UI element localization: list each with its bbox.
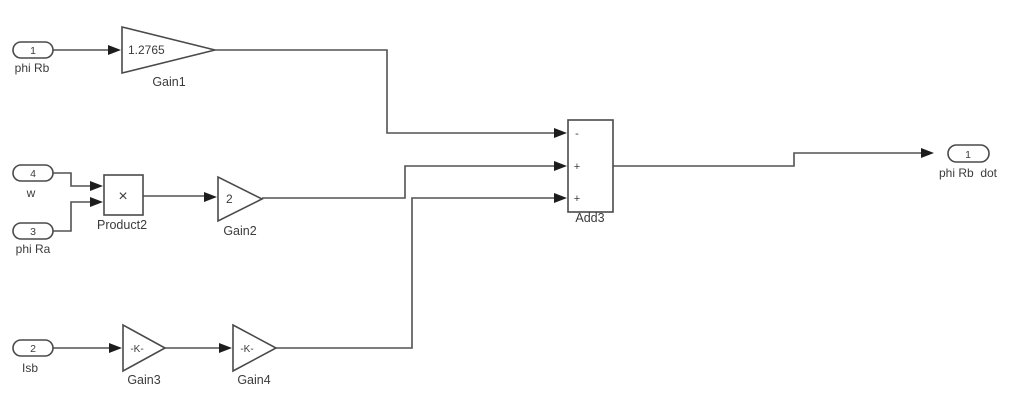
wire-gain2-to-add3[interactable] (262, 165, 556, 199)
gain-triangle[interactable] (232, 323, 278, 373)
block-gain2[interactable]: 2 Gain2 (217, 175, 264, 238)
wire-add3-to-outport[interactable] (613, 152, 923, 167)
arrowhead-icon (921, 148, 934, 158)
block-label: Product2 (97, 218, 147, 232)
gain-triangle[interactable] (121, 25, 216, 75)
block-label: Gain2 (223, 224, 256, 238)
block-gain4[interactable]: -K- Gain4 (232, 323, 278, 387)
outport-number: 1 (965, 149, 971, 161)
inport-oval[interactable] (12, 164, 54, 182)
arrowhead-icon (554, 193, 567, 203)
wire-gain1-to-add3[interactable] (215, 49, 556, 134)
inport-oval[interactable] (12, 339, 54, 357)
arrowhead-icon (219, 343, 232, 353)
inport-phi-ra[interactable]: 3 phi Ra (12, 222, 54, 256)
inport-oval[interactable] (12, 41, 54, 59)
inport-number: 2 (30, 343, 36, 355)
block-add3[interactable]: - + + Add3 (567, 119, 614, 225)
inport-number: 4 (30, 168, 36, 180)
wire-w-to-product2[interactable] (53, 172, 92, 187)
arrowhead-icon (204, 192, 217, 202)
sum-box[interactable] (567, 119, 614, 213)
wire-arrowheads (90, 45, 934, 353)
outport-oval[interactable] (947, 144, 990, 163)
gain-value: 2 (226, 192, 233, 206)
arrowhead-icon (108, 45, 121, 55)
arrowhead-icon (109, 343, 122, 353)
inport-phi-rb[interactable]: 1 phi Rb (12, 41, 54, 75)
block-label: Gain4 (237, 373, 270, 387)
sum-sign-plus: + (574, 161, 580, 173)
inport-label: Isb (22, 361, 38, 375)
arrowhead-icon (90, 181, 103, 191)
sum-sign-minus: - (575, 128, 579, 140)
inport-number: 1 (30, 45, 36, 57)
inport-label: phi Rb (15, 61, 50, 75)
arrowhead-icon (90, 197, 103, 207)
block-product2[interactable]: × Product2 (97, 174, 147, 232)
inport-label: w (26, 186, 36, 200)
wire-phiRa-to-product2[interactable] (53, 201, 92, 232)
inport-isb[interactable]: 2 Isb (12, 339, 54, 375)
gain-value: -K- (130, 344, 143, 355)
arrowhead-icon (554, 128, 567, 138)
signal-wires (53, 49, 923, 349)
gain-value: 1.2765 (128, 43, 165, 57)
arrowhead-icon (554, 161, 567, 171)
block-label: Gain3 (127, 373, 160, 387)
inport-label: phi Ra (16, 242, 51, 256)
block-label: Add3 (575, 211, 604, 225)
outport-phi-rb-dot[interactable]: 1 phi Rb dot (939, 144, 998, 180)
sum-sign-plus: + (574, 193, 580, 205)
block-gain3[interactable]: -K- Gain3 (122, 323, 167, 387)
gain-triangle[interactable] (217, 175, 264, 223)
gain-triangle[interactable] (122, 323, 167, 373)
inport-w[interactable]: 4 w (12, 164, 54, 200)
multiply-icon: × (118, 188, 127, 205)
block-label: Gain1 (152, 75, 185, 89)
outport-label: phi Rb dot (939, 166, 998, 180)
block-gain1[interactable]: 1.2765 Gain1 (121, 25, 216, 89)
product-box[interactable] (103, 174, 144, 216)
wire-gain4-to-add3[interactable] (276, 197, 556, 349)
inport-number: 3 (30, 226, 36, 238)
gain-value: -K- (240, 344, 253, 355)
inport-oval[interactable] (12, 222, 54, 240)
